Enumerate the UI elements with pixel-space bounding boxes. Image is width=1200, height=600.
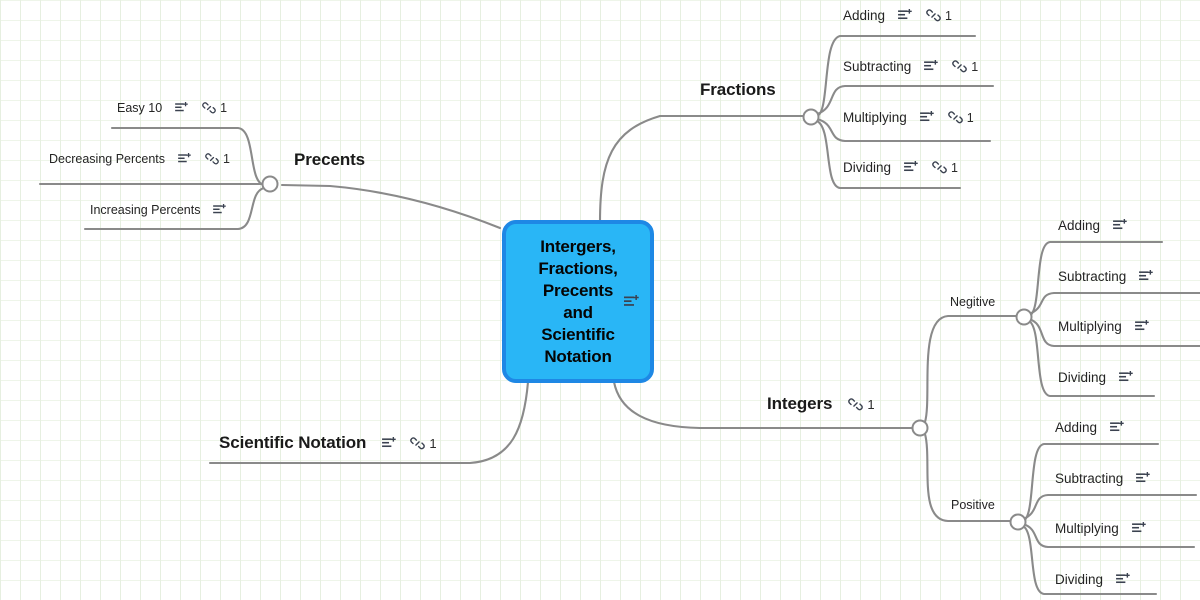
note-add-icon[interactable] <box>898 9 913 22</box>
note-add-icon[interactable] <box>1139 270 1154 283</box>
node-label: Increasing Percents <box>90 203 201 217</box>
link-icon[interactable] <box>202 101 216 115</box>
node-label: Adding <box>1058 218 1101 233</box>
note-add-icon[interactable] <box>924 60 939 73</box>
note-add-icon[interactable] <box>624 294 640 309</box>
branch-integers-label: Integers <box>767 394 833 413</box>
link-icon[interactable] <box>848 397 864 412</box>
root-label: Intergers, Fractions, Precents and Scien… <box>538 236 618 366</box>
link-count: 1 <box>867 396 875 412</box>
branch-precents-label: Precents <box>294 150 366 169</box>
node-label: Easy 10 <box>117 101 163 115</box>
link-icon[interactable] <box>948 110 963 125</box>
node-fractions-subtracting[interactable]: Subtracting 1 <box>843 59 978 74</box>
node-label: Dividing <box>1055 572 1104 587</box>
note-add-icon[interactable] <box>175 102 189 114</box>
node-label: Subtracting <box>1058 269 1127 284</box>
link-count: 1 <box>966 110 974 125</box>
node-fractions-multiplying[interactable]: Multiplying 1 <box>843 110 974 125</box>
node-precents-easy10[interactable]: Easy 10 1 <box>117 101 227 115</box>
note-add-icon[interactable] <box>213 204 227 216</box>
wire-root-precents <box>280 183 502 230</box>
note-add-icon[interactable] <box>1110 421 1125 434</box>
junction-precents <box>261 175 279 193</box>
node-negitive-multiplying[interactable]: Multiplying <box>1058 319 1150 334</box>
node-label: Multiplying <box>1058 319 1122 334</box>
branch-fractions[interactable]: Fractions <box>700 80 776 100</box>
node-fractions-dividing[interactable]: Dividing 1 <box>843 160 958 175</box>
node-label: Negitive <box>950 295 996 309</box>
note-add-icon[interactable] <box>1136 472 1151 485</box>
root-node[interactable]: Intergers, Fractions, Precents and Scien… <box>502 220 654 383</box>
wire-positive-subtracting <box>1021 493 1198 521</box>
node-positive-dividing[interactable]: Dividing <box>1055 572 1131 587</box>
link-count: 1 <box>951 160 958 175</box>
branch-fractions-label: Fractions <box>700 80 776 99</box>
node-label: Multiplying <box>843 110 907 125</box>
note-add-icon[interactable] <box>1119 371 1134 384</box>
link-icon[interactable] <box>926 8 941 23</box>
node-label: Multiplying <box>1055 521 1119 536</box>
node-positive-adding[interactable]: Adding <box>1055 420 1125 435</box>
junction-negitive <box>1015 308 1033 326</box>
link-count: 1 <box>971 59 979 74</box>
branch-scientific-notation[interactable]: Scientific Notation 1 <box>219 433 437 453</box>
junction-integers <box>911 419 929 437</box>
wire-fractions-dividing <box>815 119 962 190</box>
node-precents-increasing[interactable]: Increasing Percents <box>90 203 227 217</box>
link-icon[interactable] <box>205 152 219 166</box>
note-add-icon[interactable] <box>919 111 935 124</box>
node-label: Subtracting <box>843 59 912 74</box>
note-add-icon[interactable] <box>904 161 919 174</box>
wire-negitive-subtracting <box>1027 291 1200 316</box>
link-icon[interactable] <box>952 59 968 74</box>
node-label: Subtracting <box>1055 471 1124 486</box>
link-count: 1 <box>223 152 230 166</box>
branch-scientific-notation-label: Scientific Notation <box>219 433 367 452</box>
note-add-icon[interactable] <box>1134 320 1150 333</box>
node-integers-positive[interactable]: Positive <box>951 498 995 512</box>
note-add-icon[interactable] <box>1131 522 1147 535</box>
node-negitive-adding[interactable]: Adding <box>1058 218 1128 233</box>
node-precents-decreasing[interactable]: Decreasing Percents 1 <box>49 152 230 166</box>
note-add-icon[interactable] <box>178 153 192 165</box>
node-label: Dividing <box>843 160 892 175</box>
note-add-icon[interactable] <box>1116 573 1131 586</box>
node-integers-negitive[interactable]: Negitive <box>950 295 995 309</box>
node-label: Positive <box>951 498 995 512</box>
wire-fractions-adding <box>815 34 977 118</box>
node-label: Decreasing Percents <box>49 152 166 166</box>
note-add-icon[interactable] <box>1113 219 1128 232</box>
node-positive-multiplying[interactable]: Multiplying <box>1055 521 1147 536</box>
link-icon[interactable] <box>410 436 426 451</box>
junction-positive <box>1009 513 1027 531</box>
node-label: Adding <box>843 8 886 23</box>
node-fractions-adding[interactable]: Adding 1 <box>843 8 952 23</box>
node-negitive-dividing[interactable]: Dividing <box>1058 370 1134 385</box>
node-positive-subtracting[interactable]: Subtracting <box>1055 471 1151 486</box>
node-label: Adding <box>1055 420 1098 435</box>
node-label: Dividing <box>1058 370 1107 385</box>
branch-integers[interactable]: Integers 1 <box>767 394 875 414</box>
wire-root-fractions <box>598 114 802 224</box>
wire-integers-negitive <box>923 314 1020 424</box>
junction-fractions <box>802 108 820 126</box>
node-negitive-subtracting[interactable]: Subtracting <box>1058 269 1154 284</box>
branch-precents[interactable]: Precents <box>294 150 365 170</box>
note-add-icon[interactable] <box>382 436 397 450</box>
link-icon[interactable] <box>932 160 947 175</box>
link-count: 1 <box>945 8 952 23</box>
link-count: 1 <box>220 101 228 115</box>
link-count: 1 <box>429 435 437 451</box>
